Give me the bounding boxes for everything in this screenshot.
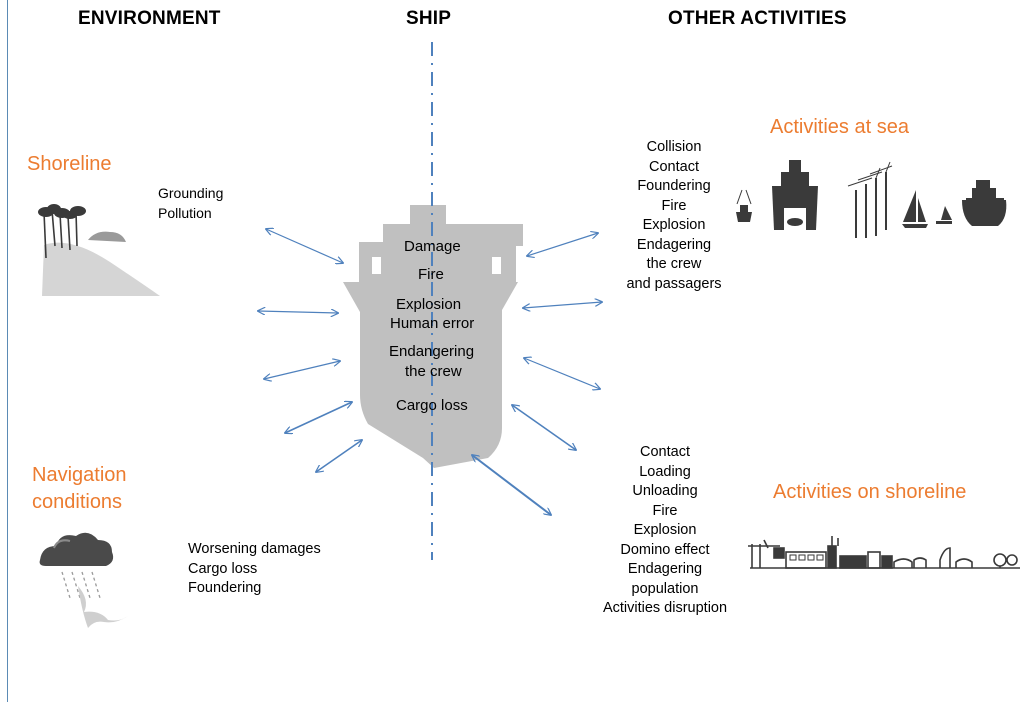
arrow-act-3: [524, 358, 600, 389]
arrow-act-1: [527, 233, 598, 256]
risk-item: Unloading: [632, 483, 698, 499]
ship-risk-explosion: Explosion: [396, 296, 462, 313]
risk-item: Endagering: [636, 236, 712, 253]
risk-item: Foundering: [637, 178, 711, 194]
navigation-title-line1: Navigation: [32, 464, 127, 486]
risk-item: Pollution: [158, 205, 212, 221]
activities-on-shoreline-title: Activities on shoreline: [773, 481, 967, 503]
arrow-env-5: [316, 440, 362, 472]
ship-hull-icon: [343, 205, 523, 468]
arrow-env-2: [258, 311, 338, 313]
shoreline-title: Shoreline: [27, 153, 112, 175]
ship-risk-the-crew: the crew: [405, 363, 462, 380]
risk-item: Domino effect: [620, 541, 710, 558]
risk-item: and passagers: [626, 275, 722, 292]
navigation-risks: Worsening damages Cargo loss Foundering: [188, 540, 321, 599]
storm-rain-icon: [39, 532, 128, 628]
risk-item: Activities disruption: [602, 600, 728, 616]
wind-turbines-icon: [847, 161, 893, 238]
left-border-line: [7, 0, 8, 702]
arrow-act-2: [523, 302, 602, 308]
ship-risk-damage: Damage: [404, 238, 461, 255]
sea-activities-icons: [736, 160, 1007, 238]
arrows-other-activities: [472, 233, 602, 515]
ship-header: SHIP: [406, 8, 452, 29]
arrow-env-1: [266, 229, 343, 263]
risk-item: Cargo loss: [188, 560, 258, 577]
risk-item: Explosion: [642, 217, 706, 233]
risk-item: Grounding: [158, 185, 224, 201]
risk-item: Endagering: [627, 561, 703, 577]
ship-risk-cargo-loss: Cargo loss: [396, 397, 468, 414]
ship-risk-fire: Fire: [418, 266, 444, 283]
risk-item: Contact: [649, 158, 699, 175]
risk-item: Fire: [661, 197, 687, 214]
risk-item: Loading: [639, 463, 691, 480]
shoreline-trees-icon: [38, 204, 160, 296]
activities-at-sea-title: Activities at sea: [770, 116, 909, 138]
arrows-environment: [258, 229, 362, 472]
activities-on-shoreline-risks: Contact Loading Unloading Fire Explosion…: [590, 443, 740, 619]
environment-header: ENVIRONMENT: [78, 8, 221, 29]
ship-risk-endangering: Endangering: [389, 343, 475, 360]
arrow-act-4: [512, 405, 576, 450]
risk-item: population: [631, 580, 699, 597]
sailboat-icon: [902, 190, 928, 228]
ship-risk-human-error: Human error: [390, 315, 475, 332]
arrow-env-4: [285, 402, 352, 433]
other-activities-header: OTHER ACTIVITIES: [668, 8, 847, 29]
risk-item: Collision: [646, 139, 702, 155]
risk-item: Foundering: [188, 580, 262, 596]
risk-item: Explosion: [633, 522, 697, 538]
fishing-boat-icon: [736, 189, 752, 222]
navigation-title-line2: conditions: [32, 491, 123, 513]
arrow-env-3: [264, 361, 340, 379]
ship-window-icons: [372, 257, 501, 274]
navigation-title: Navigation conditions: [32, 462, 127, 516]
activities-at-sea-risks: Collision Contact Foundering Fire Explos…: [604, 138, 744, 294]
risk-item: the crew: [646, 256, 702, 272]
risk-item: Contact: [640, 444, 690, 460]
arrow-act-5: [472, 455, 551, 515]
ferry-icon: [772, 160, 818, 230]
windsurf-icon: [936, 206, 952, 224]
port-skyline-icon: [748, 536, 1020, 569]
cruise-ship-icon: [962, 180, 1007, 226]
risk-item: Fire: [652, 502, 678, 519]
risk-item: Worsening damages: [188, 541, 321, 557]
shoreline-risks: Grounding Pollution: [158, 183, 223, 223]
